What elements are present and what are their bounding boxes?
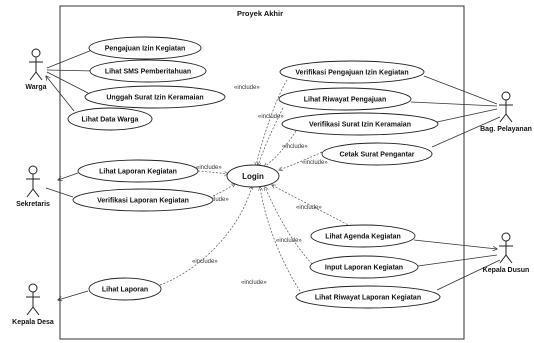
assoc-dusun-agenda xyxy=(413,239,497,249)
usecase-lihat-sms[interactable]: Lihat SMS Pemberitahuan xyxy=(89,59,207,83)
assoc-dusun-input xyxy=(417,254,498,267)
include-label: «include» xyxy=(302,160,328,166)
stick-figure-icon xyxy=(499,232,513,264)
assoc-kepaladesa-lihatlaporan xyxy=(58,290,89,300)
assoc-sekretaris-verifikasi xyxy=(45,187,74,198)
actor-sekretaris[interactable]: Sekretaris xyxy=(16,165,50,208)
actor-label: Kepala Desa xyxy=(12,319,54,326)
actor-label: Sekretaris xyxy=(16,201,50,208)
usecase-cetak-surat[interactable]: Cetak Surat Pengantar xyxy=(321,142,433,166)
actor-kepala-dusun[interactable]: Kepala Dusun xyxy=(483,232,530,274)
usecase-lihat-laporan-kegiatan[interactable]: Lihat Laporan Kegiatan xyxy=(77,159,199,183)
include-label: «include» xyxy=(276,238,302,244)
usecase-label: Lihat Riwayat Pengajuan xyxy=(304,97,386,104)
assoc-warga-datawarga xyxy=(46,76,75,112)
usecase-verifikasi-laporan[interactable]: Verifikasi Laporan Kegiatan xyxy=(72,188,214,212)
usecase-label: Pengajuan Izin Kegiatan xyxy=(105,46,186,53)
include-cetak-login xyxy=(279,151,323,170)
assoc-warga-pengajuan xyxy=(46,49,93,69)
include-agenda-login xyxy=(272,185,355,229)
include-label: «include» xyxy=(234,85,260,91)
usecase-lihat-riwayat-pengajuan[interactable]: Lihat Riwayat Pengajuan xyxy=(278,87,412,111)
assoc-bag-verifikasisurat xyxy=(436,108,498,123)
stick-figure-icon xyxy=(26,165,40,198)
include-input-login xyxy=(265,187,313,265)
assoc-sekretaris-lihatlaporankegiatan xyxy=(58,172,79,180)
actor-warga[interactable]: Warga xyxy=(25,48,47,91)
assoc-bag-verifikasipengajuan xyxy=(423,75,498,105)
usecase-verifikasi-pengajuan[interactable]: Verifikasi Pengajuan Izin Kegiatan xyxy=(279,60,425,84)
actor-label: Bag. Pelayanan xyxy=(480,126,532,133)
usecase-label: Lihat Riwayat Laporan Kegiatan xyxy=(315,295,421,302)
usecase-label: Cetak Surat Pengantar xyxy=(339,152,414,159)
usecase-verifikasi-surat[interactable]: Verifikasi Surat Izin Keramaian xyxy=(281,112,439,136)
usecase-label: Verifikasi Pengajuan Izin Kegiatan xyxy=(295,70,408,77)
actor-bag-pelayanan[interactable]: Bag. Pelayanan xyxy=(480,91,532,133)
usecase-label: Lihat Agenda Kegiatan xyxy=(325,234,401,241)
include-verifikasipengajuan-login xyxy=(256,79,288,166)
assoc-warga-unggah xyxy=(46,71,89,94)
actor-label: Warga xyxy=(25,84,46,91)
usecase-lihat-agenda[interactable]: Lihat Agenda Kegiatan xyxy=(310,224,416,248)
usecase-pengajuan-izin[interactable]: Pengajuan Izin Kegiatan xyxy=(88,36,202,60)
include-label: «include» xyxy=(192,259,218,265)
include-riwayatpengajuan-login xyxy=(258,107,284,166)
usecase-unggah-surat[interactable]: Unggah Surat Izin Keramaian xyxy=(84,85,226,109)
assoc-bag-riwayatpengajuan xyxy=(410,101,498,107)
assoc-dusun-riwayatlaporan xyxy=(436,259,501,291)
usecase-label: Verifikasi Laporan Kegiatan xyxy=(97,198,189,205)
usecase-label: Unggah Surat Izin Keramaian xyxy=(106,95,203,102)
include-label: «include» xyxy=(196,165,222,171)
usecase-label: Lihat Data Warga xyxy=(82,117,139,124)
include-label: «include» xyxy=(258,114,284,120)
usecase-lihat-riwayat-laporan[interactable]: Lihat Riwayat Laporan Kegiatan xyxy=(295,285,441,309)
usecase-login[interactable]: Login xyxy=(226,164,280,188)
stick-figure-icon xyxy=(499,91,513,123)
include-lihatlaporan-login xyxy=(159,186,252,286)
include-verifikasilaporan-login xyxy=(212,184,235,197)
assoc-warga-sms xyxy=(46,69,96,72)
usecase-lihat-data-warga[interactable]: Lihat Data Warga xyxy=(67,107,153,131)
include-label: «include» xyxy=(203,197,229,203)
usecase-lihat-laporan[interactable]: Lihat Laporan xyxy=(88,277,162,301)
actor-label: Kepala Dusun xyxy=(483,267,530,274)
assoc-bag-cetak xyxy=(431,116,501,148)
stick-figure-icon xyxy=(29,48,43,81)
include-label: «include» xyxy=(241,280,267,286)
stick-figure-icon xyxy=(26,283,40,316)
include-label: «include» xyxy=(296,205,322,211)
actor-kepala-desa[interactable]: Kepala Desa xyxy=(12,283,54,326)
system-title: Proyek Akhir xyxy=(237,9,283,18)
usecase-input-laporan[interactable]: Input Laporan Kegiatan xyxy=(309,255,419,279)
usecase-label: Lihat Laporan xyxy=(102,287,148,294)
include-label: «include» xyxy=(282,144,308,150)
usecase-label: Lihat Laporan Kegiatan xyxy=(99,169,177,176)
usecase-label: Lihat SMS Pemberitahuan xyxy=(105,69,191,76)
usecase-label: Input Laporan Kegiatan xyxy=(325,265,403,272)
usecase-label: Verifikasi Surat Izin Keramaian xyxy=(309,122,411,129)
include-riwayatlaporan-login xyxy=(260,187,301,292)
include-verifikasisurat-login xyxy=(264,130,297,167)
usecase-label: Login xyxy=(242,172,264,181)
